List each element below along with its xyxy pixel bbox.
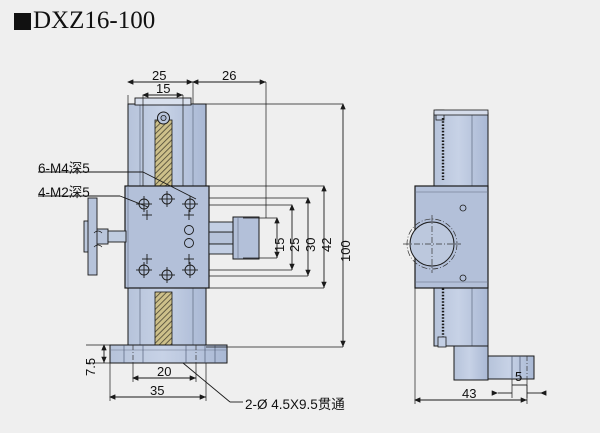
dim-5-side: 5 [515,369,523,384]
dim-26-top: 26 [222,68,237,83]
front-view-dimensions [86,79,346,401]
dim-30-right: 30 [303,237,318,252]
dim-42-right: 42 [319,237,334,252]
side-top-cap [433,109,489,116]
arm-end-block [232,216,260,260]
hole-mark-small [142,210,152,220]
knob-detail [93,244,103,248]
hole-plain [184,225,194,235]
note-6m4: 6-M4深5 [38,161,90,176]
dim-20-bottom: 20 [157,364,172,379]
hole-mark-small [184,210,194,220]
dim-35-bottom: 35 [150,383,165,398]
dim-7-5-left: 7.5 [83,357,98,376]
page-title-text: DXZ16-100 [33,7,156,34]
side-small-hole [459,274,467,282]
lead-screw-lower [154,291,173,352]
extension-arm [208,216,260,260]
side-bottom-nub [437,336,447,348]
hole-mark [182,196,198,212]
hole-plain [184,238,194,248]
side-view [403,109,535,381]
dim-43-side: 43 [462,386,477,401]
lead-screw-upper [154,119,173,188]
front-view [83,97,260,364]
dim-15-top: 15 [156,81,171,96]
hole-mark [136,196,152,212]
dim-100-right: 100 [338,240,353,262]
base-plate [109,344,228,364]
hole-mark [136,262,152,278]
knob-handle [87,197,98,276]
top-screw-socket [160,115,167,122]
hole-mark [159,267,175,283]
side-small-hole [459,204,467,212]
side-foot-plate [487,355,535,380]
column-top-cap [134,97,192,106]
carriage-mounting-holes [136,191,198,283]
dim-25-top: 25 [152,68,167,83]
hole-mark [159,191,175,207]
side-bore-circle [409,221,455,267]
side-view-dimensions [414,288,547,404]
knob-detail [93,230,103,234]
hole-mark-small [184,254,194,264]
hole-mark [182,262,198,278]
dim-15-right: 15 [272,237,287,252]
note-leaders [38,171,243,403]
hole-mark-small [142,254,152,264]
page-title: DXZ16-100 [14,8,155,34]
knob-neck [107,230,127,243]
dim-25-right: 25 [287,237,302,252]
side-lower-column [453,345,489,381]
note-through-holes: 2-Ø 4.5X9.5贯通 [245,397,345,412]
note-4m2: 4-M2深5 [38,185,90,200]
adjustment-knob [83,197,127,276]
bullet-square-icon [14,12,31,30]
